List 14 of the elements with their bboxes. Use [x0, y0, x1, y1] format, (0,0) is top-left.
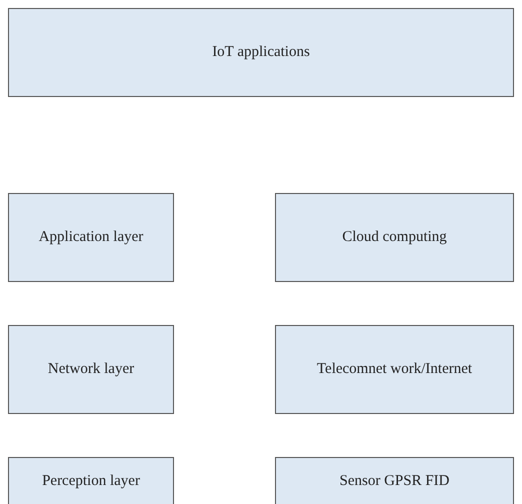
- layer-box: [8, 325, 174, 414]
- layer-box: [275, 193, 514, 282]
- layer-box: [8, 8, 514, 97]
- box-label: Telecomnet work/Internet: [316, 361, 472, 378]
- layer-box: [8, 457, 174, 504]
- layer-box: [8, 193, 174, 282]
- box-label: Cloud computing: [342, 229, 447, 246]
- box-label: IoT applications: [212, 44, 310, 61]
- box-label: Network layer: [48, 361, 134, 378]
- layer-box: [275, 325, 514, 414]
- layer-box: [275, 457, 514, 504]
- box-label: Sensor GPSR FID: [339, 472, 450, 490]
- box-label: Application layer: [38, 229, 144, 246]
- box-label: Perception layer: [42, 472, 140, 490]
